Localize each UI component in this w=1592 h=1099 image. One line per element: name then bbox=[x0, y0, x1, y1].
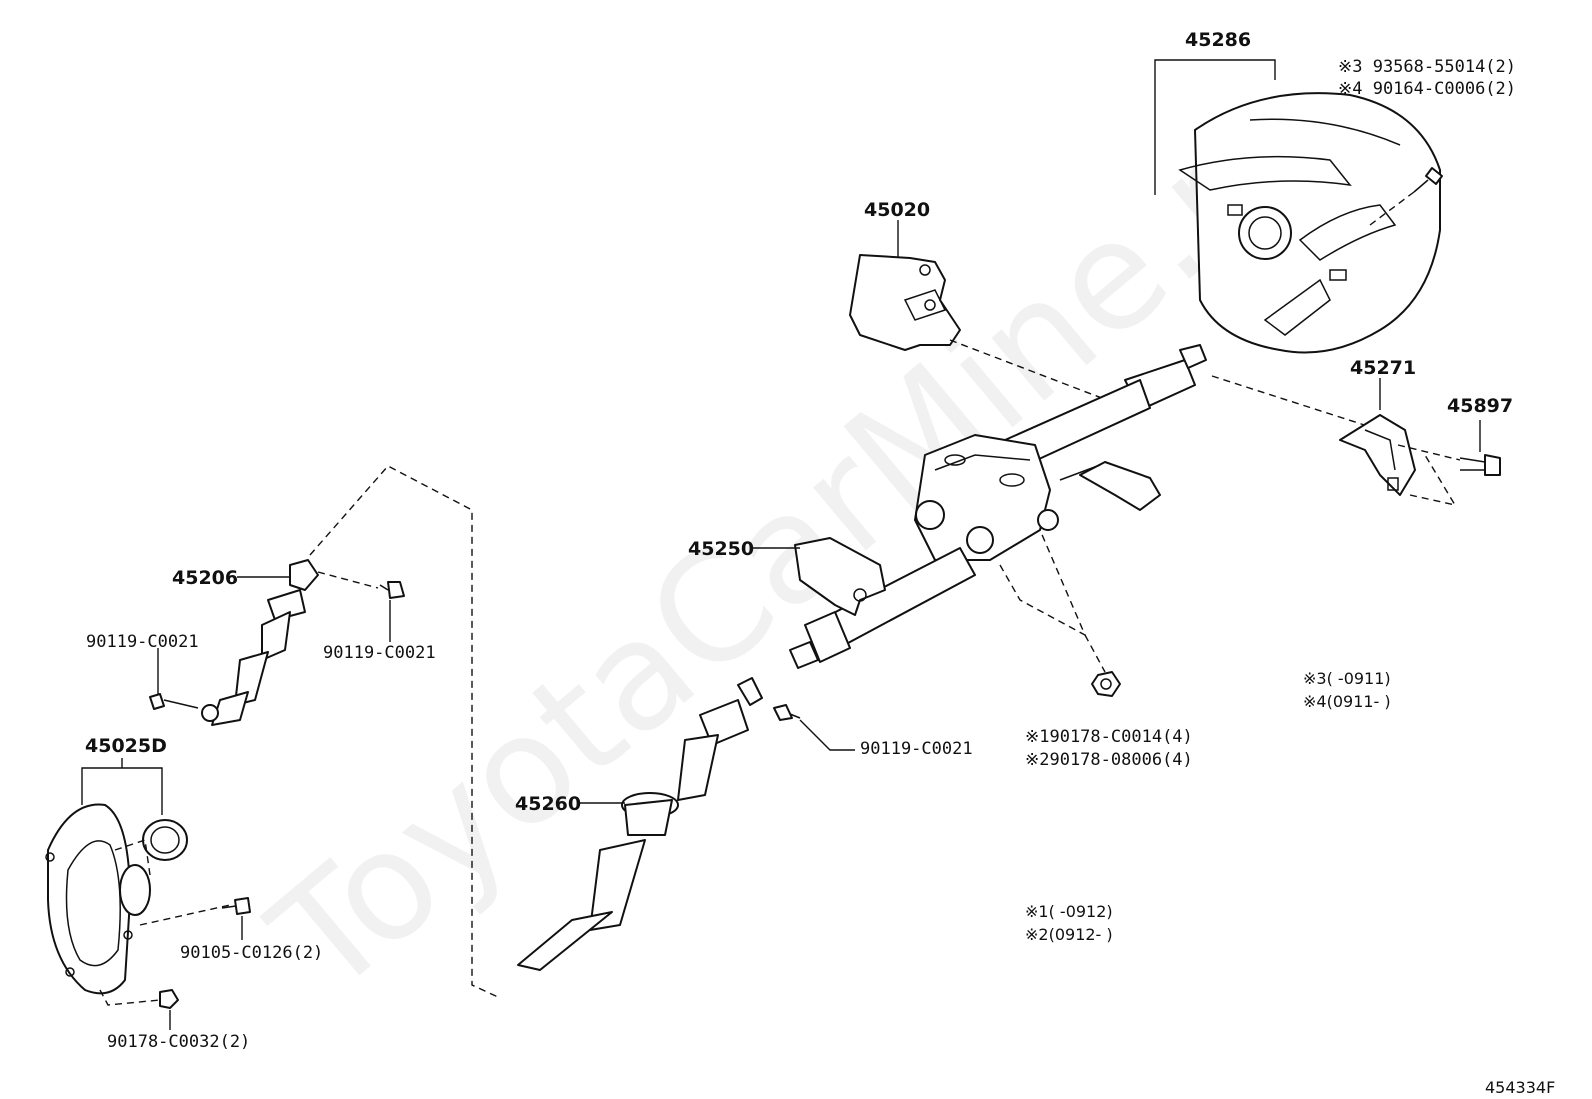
shaft-45206 bbox=[201, 559, 319, 726]
watermark: ToyotaCarMine.ru bbox=[241, 52, 1357, 1028]
label-45250: 45250 bbox=[688, 538, 754, 560]
diagram-id: 454334F bbox=[1485, 1078, 1555, 1097]
nut-90178-c0032 bbox=[159, 989, 179, 1009]
label-nut-90178: 90178-C0032(2) bbox=[107, 1032, 250, 1052]
note-1: ※1( -0912) bbox=[1025, 902, 1113, 921]
bolt-center bbox=[773, 704, 801, 721]
label-screw-cover-b: ※4 90164-C0006(2) bbox=[1338, 79, 1516, 99]
bolt-90105 bbox=[221, 897, 251, 915]
label-bolt-left: 90119-C0021 bbox=[86, 632, 199, 652]
label-45271: 45271 bbox=[1350, 357, 1416, 379]
label-screw-cover-a: ※3 93568-55014(2) bbox=[1338, 57, 1516, 77]
bolt-45897 bbox=[1459, 454, 1501, 476]
bracket-45020 bbox=[849, 254, 961, 351]
note-2: ※2(0912- ) bbox=[1025, 925, 1113, 944]
label-bolt-center: 90119-C0021 bbox=[860, 739, 973, 759]
steering-column-45250 bbox=[789, 344, 1207, 669]
bracket-45271 bbox=[1339, 414, 1416, 496]
label-bolt-mid: 90119-C0021 bbox=[323, 643, 436, 663]
label-45025D: 45025D bbox=[85, 735, 167, 757]
bolt-mid bbox=[379, 581, 405, 599]
cover-screw bbox=[1413, 167, 1443, 193]
leader-45286 bbox=[1154, 59, 1276, 195]
note-4: ※4(0911- ) bbox=[1303, 692, 1391, 711]
label-45260: 45260 bbox=[515, 793, 581, 815]
label-45897: 45897 bbox=[1447, 395, 1513, 417]
label-45286: 45286 bbox=[1185, 29, 1251, 51]
bolt-left bbox=[149, 693, 199, 710]
label-nut-col-a: ※190178-C0014(4) bbox=[1025, 727, 1193, 747]
note-3: ※3( -0911) bbox=[1303, 669, 1391, 688]
label-45206: 45206 bbox=[172, 567, 238, 589]
column-cover-45286 bbox=[1178, 92, 1441, 354]
label-bolt-90105: 90105-C0126(2) bbox=[180, 943, 323, 963]
label-45020: 45020 bbox=[864, 199, 930, 221]
label-nut-col-b: ※290178-08006(4) bbox=[1025, 750, 1193, 770]
shaft-45260 bbox=[517, 677, 763, 971]
boot-45025D bbox=[45, 803, 188, 995]
column-nut bbox=[1091, 671, 1121, 697]
